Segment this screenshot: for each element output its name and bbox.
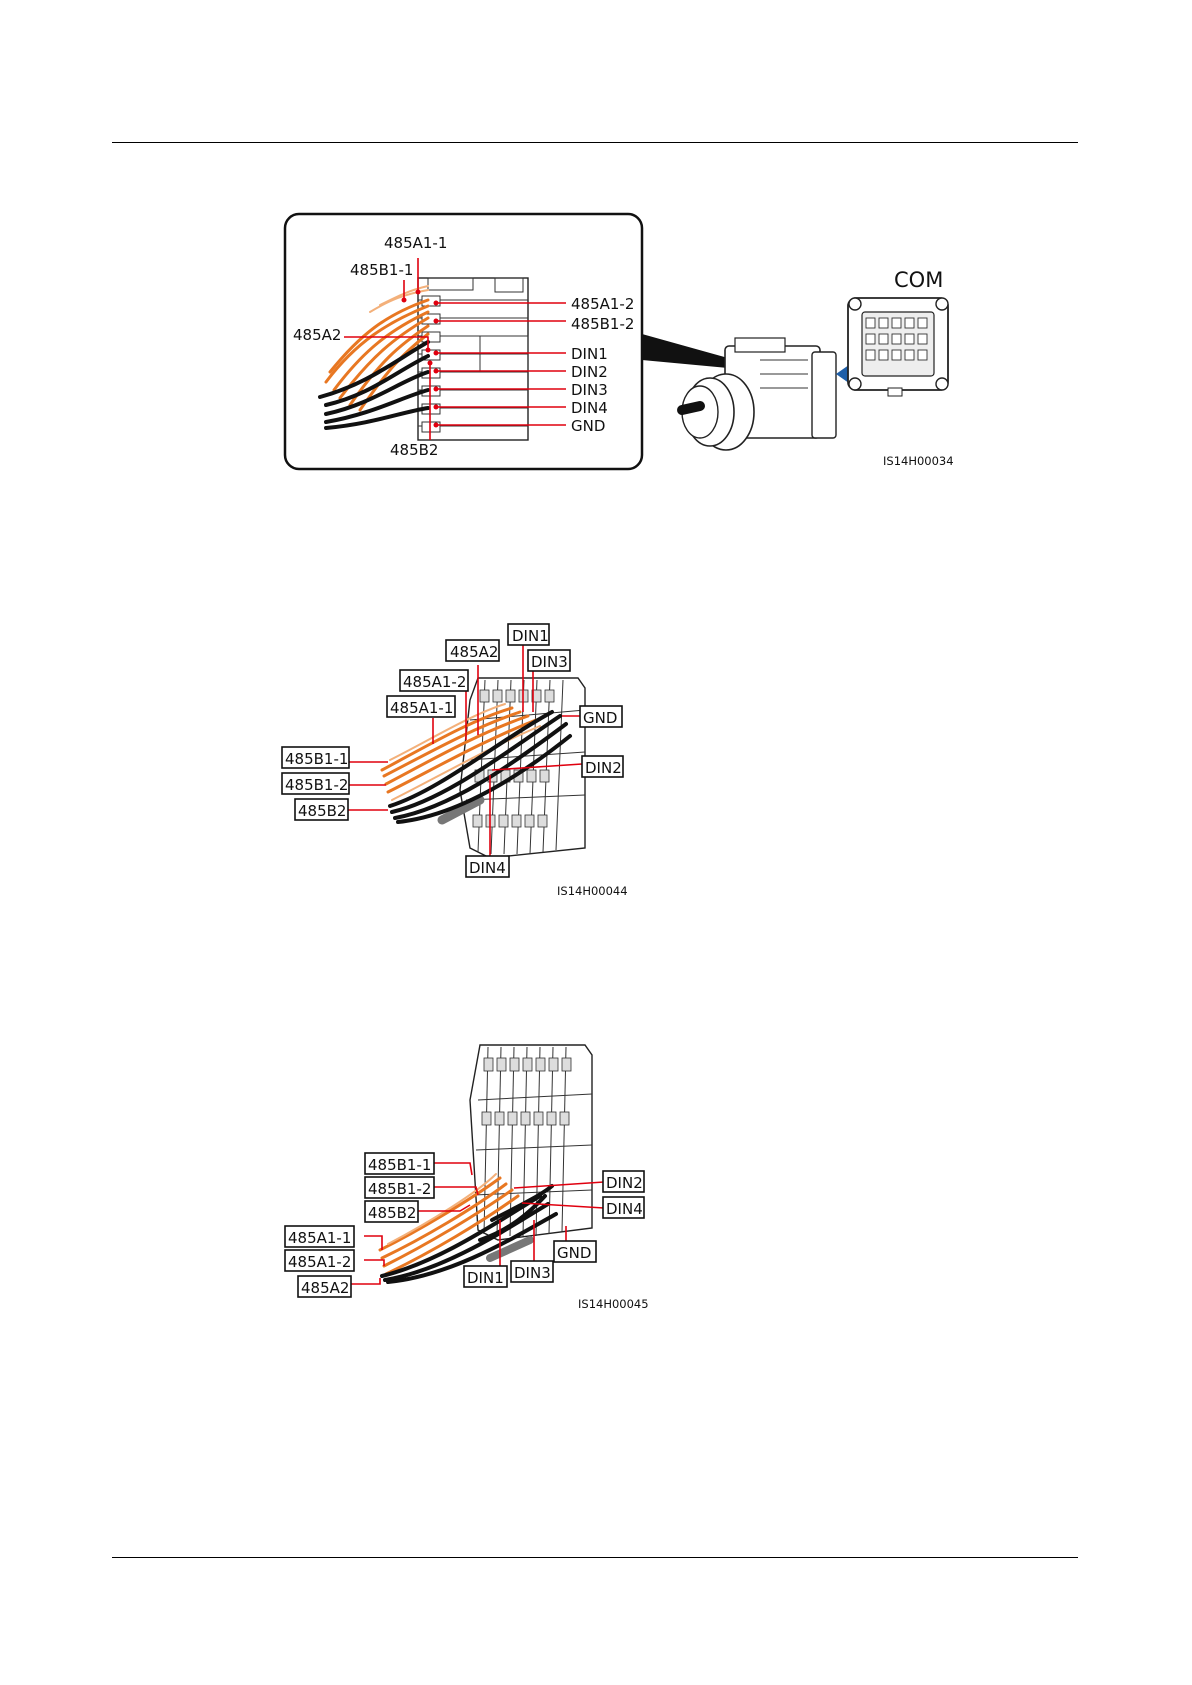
zoom-wedge (642, 334, 728, 368)
figure-2-code: IS14H00044 (557, 884, 628, 898)
label-din4: DIN4 (606, 1200, 643, 1218)
label-485a2: 485A2 (293, 326, 341, 344)
label-gnd: GND (557, 1244, 591, 1262)
figure-3: 485B1-1 485B1-2 DIN2 485B2 DIN4 485A1-1 … (285, 1045, 649, 1311)
label-485a1-1: 485A1-1 (384, 234, 447, 252)
label-485b2: 485B2 (390, 441, 438, 459)
label-gnd: GND (571, 417, 605, 435)
label-485a1-1: 485A1-1 (288, 1229, 351, 1247)
label-din4: DIN4 (571, 399, 608, 417)
label-din3: DIN3 (531, 653, 568, 671)
label-485b2: 485B2 (368, 1204, 416, 1222)
label-485a1-2: 485A1-2 (403, 673, 466, 691)
com-port (848, 298, 948, 396)
label-din4: DIN4 (469, 859, 506, 877)
label-485a1-2: 485A1-2 (288, 1253, 351, 1271)
label-485a1-1: 485A1-1 (390, 699, 453, 717)
label-485a2: 485A2 (301, 1279, 349, 1297)
figure-3-code: IS14H00045 (578, 1297, 649, 1311)
label-gnd: GND (583, 709, 617, 727)
label-485b1-2: 485B1-2 (571, 315, 634, 333)
figure-1: 485A1-1 485B1-1 485A2 485A1-2 485B1-2 DI… (285, 214, 954, 469)
label-485b2: 485B2 (298, 802, 346, 820)
label-din2: DIN2 (585, 759, 622, 777)
label-din3: DIN3 (571, 381, 608, 399)
label-485b1-1: 485B1-1 (350, 261, 413, 279)
label-485b1-1: 485B1-1 (285, 750, 348, 768)
label-485a2: 485A2 (450, 643, 498, 661)
label-din2: DIN2 (571, 363, 608, 381)
label-din2: DIN2 (606, 1174, 643, 1192)
label-485a1-2: 485A1-2 (571, 295, 634, 313)
figure-2: 485A2 DIN1 DIN3 485A1-2 485A1-1 GND 485B… (282, 624, 628, 898)
label-din3: DIN3 (514, 1264, 551, 1282)
label-din1: DIN1 (512, 627, 549, 645)
label-485b1-1: 485B1-1 (368, 1156, 431, 1174)
figure-1-code: IS14H00034 (883, 454, 954, 468)
label-485b1-2: 485B1-2 (368, 1180, 431, 1198)
label-com: COM (894, 268, 943, 292)
label-485b1-2: 485B1-2 (285, 776, 348, 794)
label-din1: DIN1 (571, 345, 608, 363)
label-din1: DIN1 (467, 1269, 504, 1287)
